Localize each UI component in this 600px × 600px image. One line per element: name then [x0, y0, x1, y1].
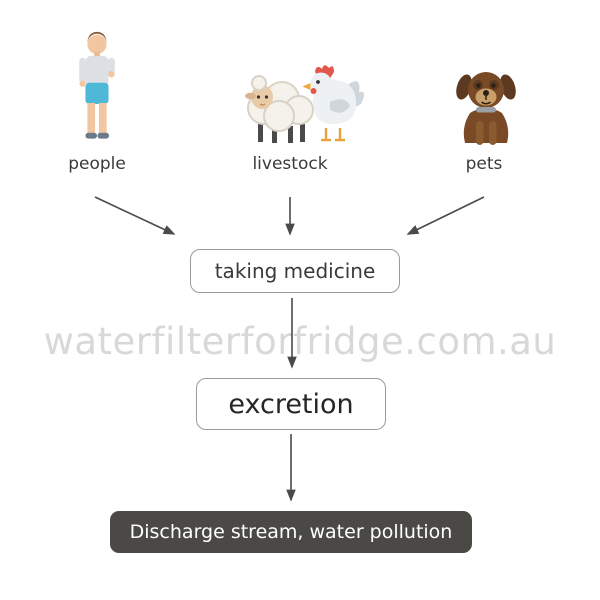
sheep-icon	[232, 66, 324, 148]
person-icon	[62, 28, 132, 153]
node-discharge-pollution: Discharge stream, water pollution	[110, 511, 472, 553]
dog-icon	[448, 63, 524, 151]
label-pets: pets	[465, 154, 503, 174]
label-people: people	[68, 154, 126, 174]
arrow-pets-to-medicine	[406, 196, 485, 235]
node-taking-medicine: taking medicine	[190, 249, 400, 293]
label-livestock: livestock	[252, 154, 328, 174]
arrow-people-to-medicine	[94, 196, 176, 235]
chicken-icon	[296, 58, 364, 148]
node-excretion: excretion	[196, 378, 386, 430]
watermark-text: waterfilterforfridge.com.au	[43, 320, 557, 363]
